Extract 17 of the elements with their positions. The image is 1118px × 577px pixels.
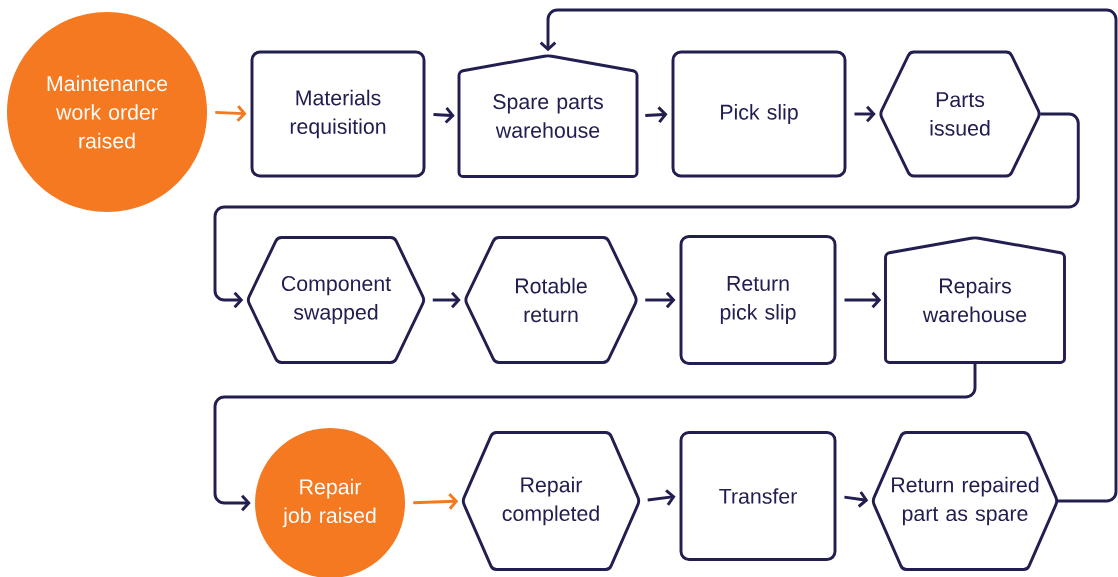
- arrow: [213, 362, 977, 512]
- arrow: [213, 112, 1080, 309]
- process-box: Transfer: [679, 431, 837, 561]
- arrow: [432, 291, 461, 309]
- arrow: [844, 291, 882, 309]
- arrow: [215, 105, 247, 122]
- process-box: Materials requisition: [250, 50, 426, 178]
- arrow: [854, 105, 876, 123]
- arrow: [645, 106, 668, 123]
- arrow: [413, 493, 459, 510]
- process-box: Pick slip: [671, 50, 847, 178]
- arrow: [645, 291, 676, 309]
- arrow: [844, 491, 869, 508]
- process-box: Return pick slip: [679, 235, 837, 365]
- arrow: [433, 107, 455, 124]
- arrow: [539, 8, 1118, 503]
- arrow: [647, 489, 676, 506]
